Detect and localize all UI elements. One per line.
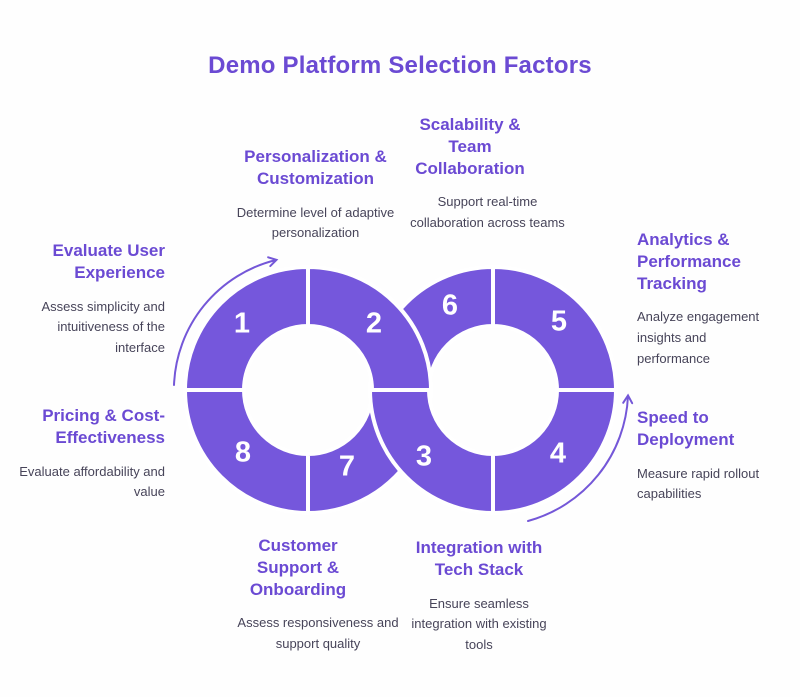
segment-number-7: 7 xyxy=(338,450,356,483)
label-customer-support-onboarding: Customer Support & Onboarding Assess res… xyxy=(233,535,403,655)
label-desc: Evaluate affordability and value xyxy=(19,463,165,500)
label-heading: Customer Support & Onboarding xyxy=(249,536,347,599)
label-speed-to-deployment: Speed to Deployment Measure rapid rollou… xyxy=(637,407,782,505)
label-desc: Measure rapid rollout capabilities xyxy=(637,465,760,502)
label-heading: Analytics & Performance Tracking xyxy=(637,230,741,293)
segment-number-4: 4 xyxy=(549,437,567,470)
segment-number-8: 8 xyxy=(234,436,252,469)
segment-4 xyxy=(491,388,619,516)
segment-1 xyxy=(182,264,310,392)
segment-number-2: 2 xyxy=(365,307,383,340)
flow-arrow-bottom-right xyxy=(527,393,634,522)
label-desc: Determine level of adaptive personalizat… xyxy=(236,204,395,241)
page-title: Demo Platform Selection Factors xyxy=(208,52,592,79)
label-evaluate-user-experience: Evaluate User Experience Assess simplici… xyxy=(15,240,165,359)
loop-segments xyxy=(182,264,619,516)
segment-number-3: 3 xyxy=(415,440,433,473)
label-heading: Evaluate User Experience xyxy=(52,241,165,282)
label-scalability-team-collaboration: Scalability & Team Collaboration Support… xyxy=(410,114,565,234)
segment-2 xyxy=(306,264,434,392)
label-heading: Pricing & Cost-Effectiveness xyxy=(42,406,165,447)
label-heading: Speed to Deployment xyxy=(637,408,735,449)
label-integration-tech-stack: Integration with Tech Stack Ensure seaml… xyxy=(400,537,558,656)
flow-arrows xyxy=(173,256,634,522)
label-pricing-cost-effectiveness: Pricing & Cost-Effectiveness Evaluate af… xyxy=(17,405,165,503)
segment-3 xyxy=(367,388,495,516)
label-desc: Support real-time collaboration across t… xyxy=(410,194,565,231)
segment-number-5: 5 xyxy=(550,305,568,338)
label-heading: Integration with Tech Stack xyxy=(415,538,543,579)
label-heading: Scalability & Team Collaboration xyxy=(415,115,525,178)
segment-5 xyxy=(491,264,619,392)
label-personalization-customization: Personalization & Customization Determin… xyxy=(228,146,403,244)
label-heading: Personalization & Customization xyxy=(244,147,387,188)
label-desc: Assess simplicity and intuitiveness of t… xyxy=(41,298,165,356)
flow-arrow-top-left xyxy=(173,256,279,386)
segment-number-1: 1 xyxy=(233,307,251,340)
segment-8 xyxy=(182,388,310,516)
segment-number-6: 6 xyxy=(441,289,459,322)
label-analytics-performance-tracking: Analytics & Performance Tracking Analyze… xyxy=(637,229,777,370)
label-desc: Assess responsiveness and support qualit… xyxy=(237,615,399,652)
label-desc: Analyze engagement insights and performa… xyxy=(637,309,760,366)
label-desc: Ensure seamless integration with existin… xyxy=(411,595,547,653)
